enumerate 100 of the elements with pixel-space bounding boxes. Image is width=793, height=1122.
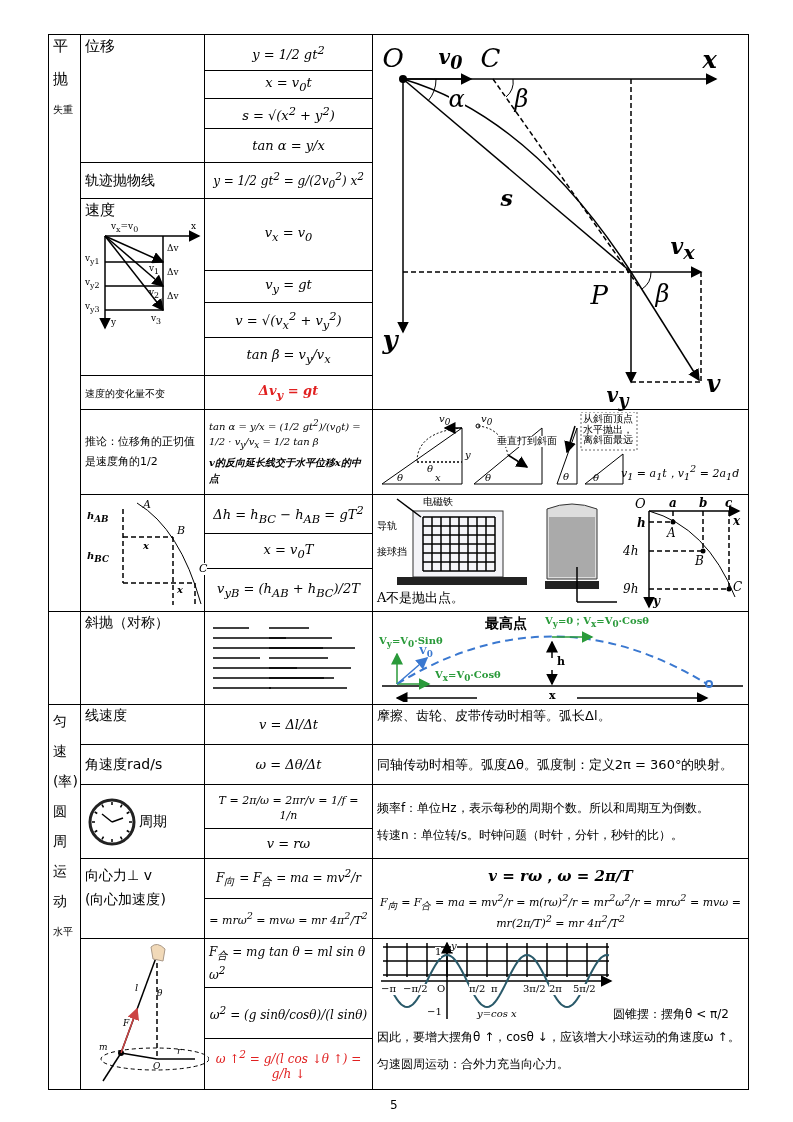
diagram-label: x xyxy=(549,690,556,702)
side-heading: (率) xyxy=(53,773,76,791)
side-heading: 圆 xyxy=(53,803,68,821)
note-text: 同轴传动时相等。弧度Δθ。弧度制：定义2π = 360°的映射。 xyxy=(377,756,734,772)
formula: v = rω，ω = 2π/T xyxy=(487,867,635,887)
diagram-label: O xyxy=(153,1062,161,1072)
formula: x = v$_{0}$T xyxy=(263,541,314,557)
row-heading: 向心力⊥ v xyxy=(85,867,153,885)
diagram-label: m xyxy=(99,1043,108,1053)
diagram-label: β xyxy=(655,282,670,308)
diagram-label: b xyxy=(699,497,708,510)
row-heading: 轨迹抛物线 xyxy=(85,171,155,188)
formula: y = 1/2 gt$^{2}$ xyxy=(252,47,325,63)
note-text: 推论：位移角的正切值是速度角的1/2 xyxy=(85,435,195,468)
diagram-label: v xyxy=(706,371,721,397)
diagram-label: 最高点 xyxy=(485,616,527,631)
formula: F$_{向}$ = F$_{合}$ = ma = mv$^{2}$/r xyxy=(216,871,361,886)
diagram-label: O xyxy=(635,497,646,511)
diagram-label: A xyxy=(667,527,676,540)
diagram-label: 接球挡 xyxy=(377,547,407,558)
diagram-label: v$_{y3}$ xyxy=(85,302,100,315)
row-heading: 速度 xyxy=(85,201,116,220)
diagram-label: y xyxy=(382,327,398,355)
page-number: 5 xyxy=(390,1098,398,1112)
diagram-label: 2π xyxy=(549,984,562,995)
diagram-label: v$_{0}$ xyxy=(439,414,451,428)
diagram-label: x xyxy=(733,515,741,528)
diagram-label: y xyxy=(465,450,471,461)
diagram-label: θ xyxy=(157,989,163,999)
note-text: 水平 xyxy=(53,926,73,937)
diagram-label: P xyxy=(590,282,608,310)
diagram-label: V$_{x}$=V$_{0}$·Cosθ xyxy=(435,670,501,684)
formula: F$_{合}$ = mg tan θ = ml sin θ ω$^{2}$ xyxy=(209,945,366,982)
diagram-label: v$_{y1}$ xyxy=(85,254,100,267)
diagram-label: v$_{x}$ xyxy=(670,235,695,264)
diagram-label: V$_{0}$ xyxy=(419,646,433,660)
row-heading: 位移 xyxy=(85,37,115,55)
diagram-label: a xyxy=(669,497,677,510)
diagram-label: θ xyxy=(563,472,570,483)
diagram-label: Δv xyxy=(167,244,179,254)
formula: F$_{向}$ = F$_{合}$ = ma = mv$^{2}$/r = m(rω)$^{2}$/r = mr$^{2}$ω$^{2}$/r = mrω$^{2}$ = mvω = mr(2π/T)$^{2}$ = mr 4π$^{2}$/T$^{2}$ xyxy=(380,895,741,930)
formula: Δv$_{y}$ = gt xyxy=(258,383,319,399)
diagram-label: x xyxy=(702,47,717,73)
side-heading: 动 xyxy=(53,893,68,911)
diagram-label: h$_{AB}$ xyxy=(87,511,109,525)
formula: v的反向延长线交于水平位移x的中点 xyxy=(209,456,361,484)
row-heading: 周期 xyxy=(139,812,167,828)
row-heading: 平 xyxy=(53,37,69,56)
diagram-label: v$_{3}$ xyxy=(151,314,162,327)
diagram-label: y xyxy=(111,318,117,328)
diagram-label: B xyxy=(695,555,704,568)
diagram-label: 3π/2 xyxy=(523,984,546,995)
formula: v$_{y}$ = gt xyxy=(265,277,312,293)
diagram-label: v$_{1}$ = a$_{1}$t，v$_{1}$$^{2}$ = 2a$_{1}$d xyxy=(621,464,740,482)
side-heading: 运 xyxy=(53,863,68,881)
diagram-label: 1 xyxy=(435,947,442,958)
diagram-label: 垂直打到斜面 xyxy=(497,436,557,447)
diagram-label: 4h xyxy=(623,545,639,558)
diagram-label: −1 xyxy=(427,1007,442,1018)
diagram-label: 电磁铁 xyxy=(423,497,453,508)
formula: Δh = h$_{BC}$ − h$_{AB}$ = gT$^{2}$ xyxy=(213,506,364,522)
diagram-label: r xyxy=(177,1047,182,1057)
row-heading: 线速度 xyxy=(85,707,127,723)
side-heading: 速 xyxy=(53,743,68,761)
diagram-label: v$_{y}$ xyxy=(606,385,629,411)
side-heading: 匀 xyxy=(53,713,68,731)
diagram-label: O xyxy=(437,984,446,995)
formula: y = 1/2 gt$^{2}$ = g/(2v$_{0}$$^{2}$) x$^{2}$ xyxy=(213,174,364,189)
diagram-label: 导轨 xyxy=(377,521,397,532)
formula: v = Δl/Δt xyxy=(258,717,318,732)
diagram-label: π xyxy=(491,984,498,995)
row-heading: (向心加速度) xyxy=(85,891,166,907)
note-text: 失重 xyxy=(53,104,73,115)
diagram-label: θ xyxy=(397,473,404,484)
diagram-label: x xyxy=(177,585,183,596)
diagram-label: h xyxy=(637,517,646,530)
diagram-label: 9h xyxy=(623,583,639,596)
diagram-label: l xyxy=(135,983,139,994)
diagram-label: x xyxy=(191,222,197,232)
diagram-label: v$_{1}$ xyxy=(149,264,160,277)
diagram-label: v$_{0}$ xyxy=(438,47,463,73)
note-text: 速度的变化量不变 xyxy=(85,387,165,399)
formula: x = v$_{0}$t xyxy=(265,75,312,91)
formula: ω ↑$^{2}$ = g/(l cos ↓θ ↑) = g/h ↓ xyxy=(215,1051,362,1081)
note-text: 摩擦、齿轮、皮带传动时相等。弧长Δl。 xyxy=(377,708,611,723)
diagram-label: c xyxy=(725,497,733,510)
diagram-label: −π xyxy=(381,984,396,995)
formula: v$_{x}$ = v$_{0}$ xyxy=(264,225,313,241)
side-heading: 周 xyxy=(53,833,68,851)
diagram-label: O xyxy=(382,45,404,73)
formula: = mrω$^{2}$ = mvω = mr 4π$^{2}$/T$^{2}$ xyxy=(209,913,368,927)
diagram-label: Δv xyxy=(167,268,179,278)
diagram-label: −π/2 xyxy=(403,984,428,995)
diagram-label: C xyxy=(733,581,743,594)
diagram-label: C xyxy=(480,45,501,73)
diagram-label: h$_{BC}$ xyxy=(87,551,109,565)
row-heading: 角速度rad/s xyxy=(85,755,163,772)
formula: ω$^{2}$ = (g sinθ/cosθ)/(l sinθ) xyxy=(209,1008,368,1023)
note-text: 频率f：单位Hz，表示每秒的周期个数。所以和周期互为倒数。 xyxy=(377,799,710,817)
diagram-label: y=cos x xyxy=(477,1009,517,1020)
